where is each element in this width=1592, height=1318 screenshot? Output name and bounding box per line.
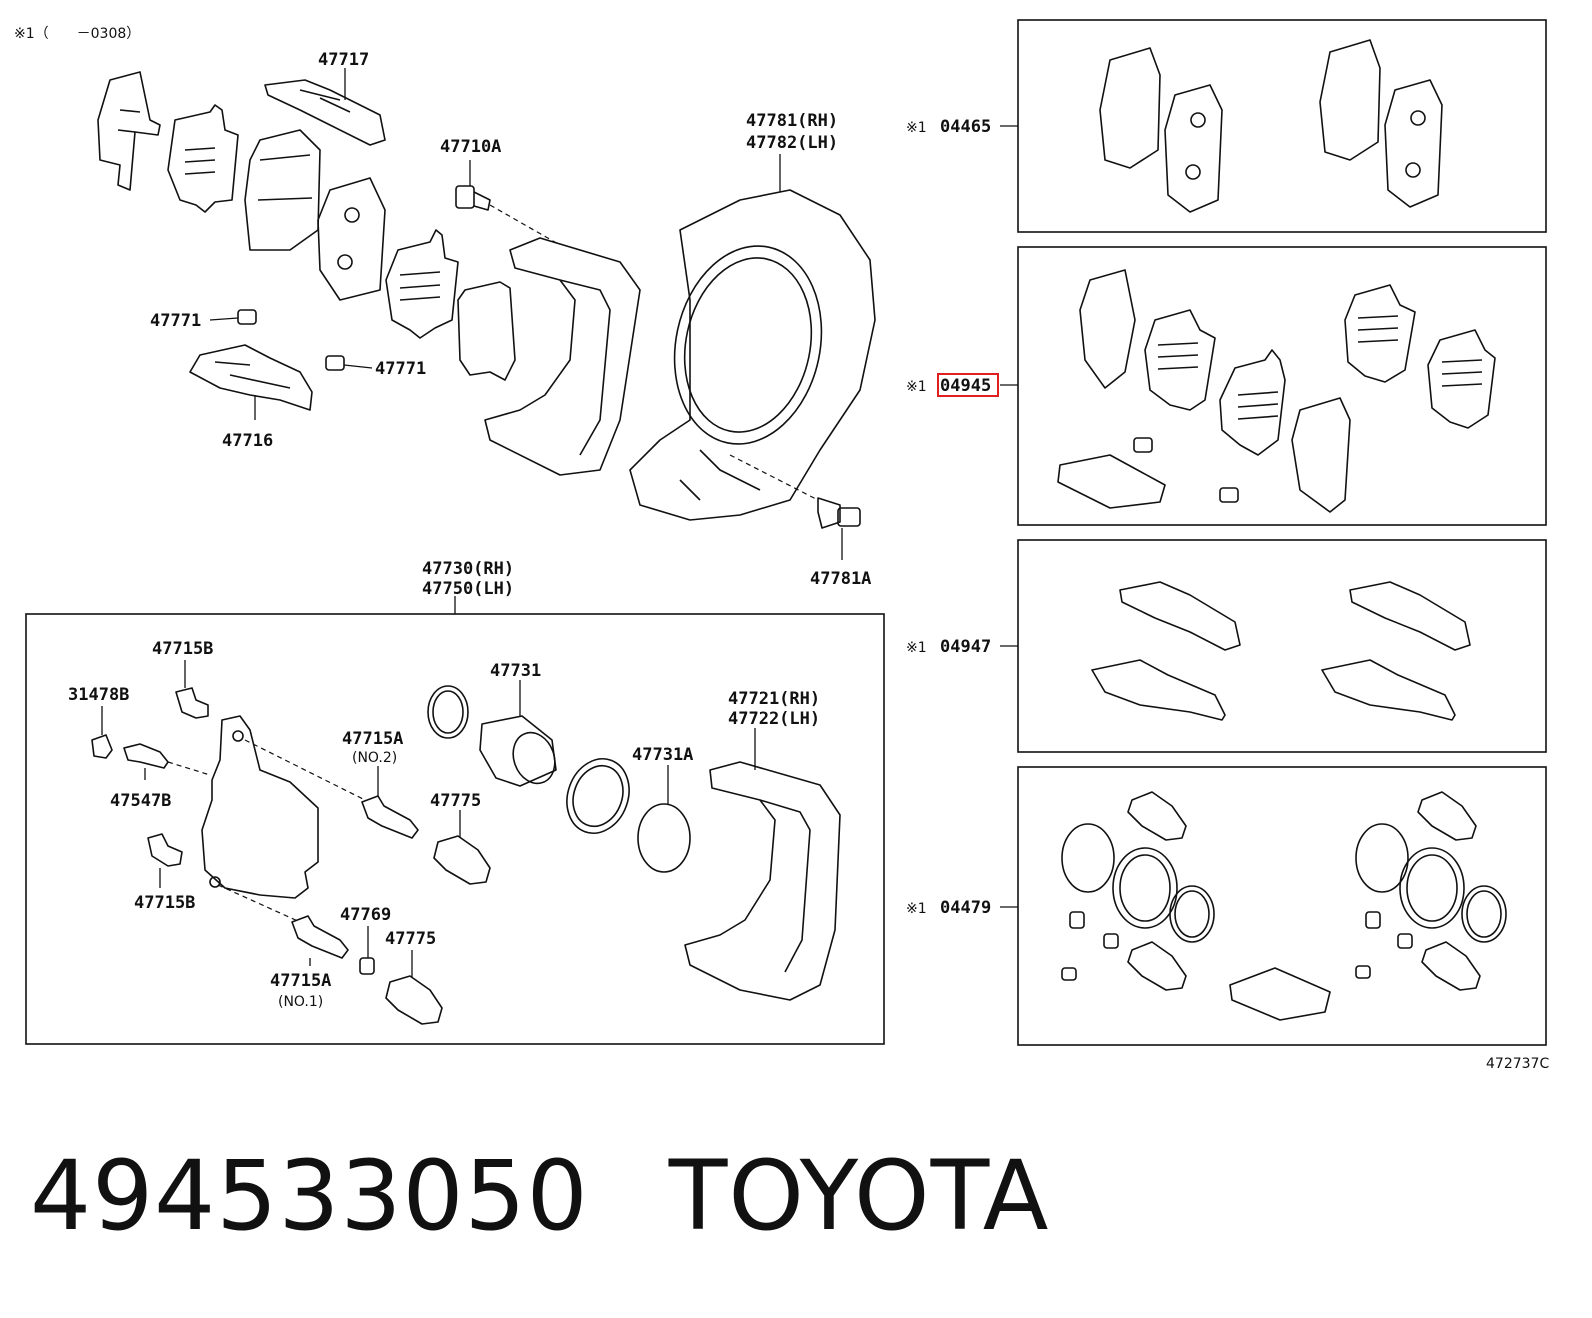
label-47715A-no1: 47715A <box>270 971 331 991</box>
piston-seal <box>427 685 469 739</box>
part-47775-upper <box>433 835 491 885</box>
label-47769: 47769 <box>340 905 391 925</box>
kit-code-04947[interactable]: 04947 <box>940 637 991 657</box>
kit-code-04465[interactable]: 04465 <box>940 117 991 137</box>
kit-mark-1: ※1 <box>906 379 927 395</box>
label-31478B: 31478B <box>68 685 129 705</box>
kit-04479-seals <box>1061 791 1507 1021</box>
part-47721-47722-bracket <box>684 761 841 1001</box>
label-47771-b: 47771 <box>375 359 426 379</box>
part-47775-lower <box>385 975 443 1025</box>
label-47781A: 47781A <box>810 569 871 589</box>
kit-mark-0: ※1 <box>906 120 927 136</box>
figure-code: 472737C <box>1486 1056 1549 1072</box>
label-47731A: 47731A <box>632 745 693 765</box>
brake-pad-outer <box>244 129 321 251</box>
caliper-bracket <box>484 237 641 476</box>
part-47771-clip-a <box>237 309 257 325</box>
label-47731: 47731 <box>490 661 541 681</box>
label-47775-upper: 47775 <box>430 791 481 811</box>
kit-04947-shims <box>1091 581 1471 721</box>
caliper-assembly-box <box>25 613 885 1045</box>
kit-box-04945 <box>1017 246 1547 526</box>
part-31478B <box>91 734 113 759</box>
disc-dust-cover <box>629 189 876 521</box>
label-47547B: 47547B <box>110 791 171 811</box>
part-47715A-no2 <box>361 795 419 839</box>
kit-box-04465 <box>1017 19 1547 233</box>
kit-mark-2: ※1 <box>906 640 927 656</box>
label-47721rh: 47721(RH) <box>728 689 820 709</box>
label-47781rh: 47781(RH) <box>746 111 838 131</box>
part-47715A-no1 <box>291 915 349 959</box>
part-47716 <box>189 344 313 411</box>
part-47731-piston <box>479 715 557 787</box>
piston-boot-ring <box>566 758 630 834</box>
label-47730rh: 47730(RH) <box>422 559 514 579</box>
kit-code-04479[interactable]: 04479 <box>940 898 991 918</box>
part-47731A <box>637 803 691 873</box>
kit-box-04479 <box>1017 766 1547 1046</box>
part-47547B <box>123 743 169 769</box>
label-47715B-bottom: 47715B <box>134 893 195 913</box>
part-47781A <box>817 497 861 529</box>
highlight-04945 <box>937 373 999 397</box>
pad-shim-inner-2 <box>385 229 459 339</box>
label-47722lh: 47722(LH) <box>728 709 820 729</box>
label-47716: 47716 <box>222 431 273 451</box>
part-47710A <box>455 185 491 211</box>
label-47717: 47717 <box>318 50 369 70</box>
label-47710A: 47710A <box>440 137 501 157</box>
label-47750lh: 47750(LH) <box>422 579 514 599</box>
caliper-body <box>201 715 319 899</box>
kit-04945-shims <box>1057 269 1496 513</box>
label-47715B-top: 47715B <box>152 639 213 659</box>
label-47715A-no2: 47715A <box>342 729 403 749</box>
footer-title: 494533050 TOYOTA <box>30 1140 1049 1252</box>
part-47771-clip-b <box>325 355 345 371</box>
header-note: ※1（ －0308） <box>14 26 140 42</box>
pad-shim-outer-2 <box>457 281 516 381</box>
label-no1: (NO.1) <box>278 994 323 1010</box>
label-47775-lower: 47775 <box>385 929 436 949</box>
kit-04465-pads <box>1099 39 1443 213</box>
footer-brand: TOYOTA <box>668 1140 1050 1252</box>
label-no2: (NO.2) <box>352 750 397 766</box>
label-47782lh: 47782(LH) <box>746 133 838 153</box>
pad-shim-inner <box>167 104 239 213</box>
part-47715B-top <box>175 687 209 719</box>
part-47769 <box>359 957 375 975</box>
label-47771-a: 47771 <box>150 311 201 331</box>
part-47715B-bottom <box>147 833 183 867</box>
pad-shim-outer <box>97 71 161 191</box>
kit-code-04945[interactable]: 04945 <box>940 376 991 396</box>
footer-part-number: 494533050 <box>30 1140 589 1252</box>
kit-mark-3: ※1 <box>906 901 927 917</box>
brake-pad-inner <box>317 177 386 301</box>
part-47717 <box>264 79 386 146</box>
